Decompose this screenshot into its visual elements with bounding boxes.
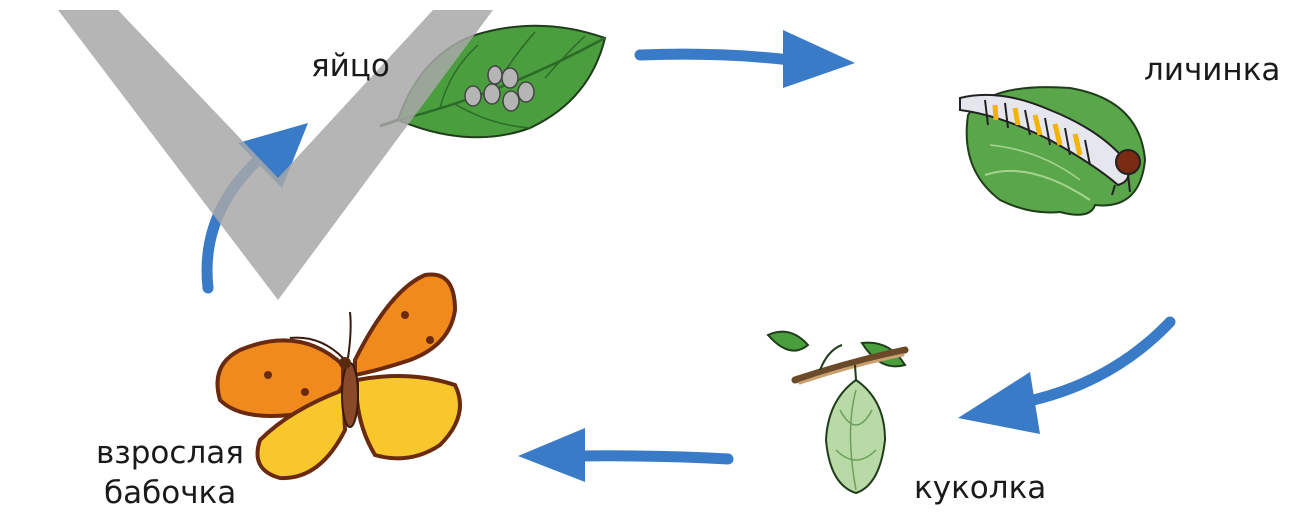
stage-label-pupa: куколка xyxy=(914,468,1046,508)
arrow-pupa-to-adult xyxy=(518,428,728,482)
stage-label-egg: яйцо xyxy=(311,46,390,86)
stage-label-adult-line1: взрослая xyxy=(96,433,244,473)
arrow-egg-to-larva xyxy=(640,30,855,88)
chrysalis-icon xyxy=(768,332,905,493)
stage-label-larva: личинка xyxy=(1144,50,1280,90)
caterpillar-icon xyxy=(960,87,1145,215)
stage-label-adult: взрослая бабочка xyxy=(96,433,244,513)
arrow-larva-to-pupa xyxy=(958,322,1170,434)
stage-label-adult-line2: бабочка xyxy=(104,473,244,513)
butterfly-icon xyxy=(218,274,461,478)
